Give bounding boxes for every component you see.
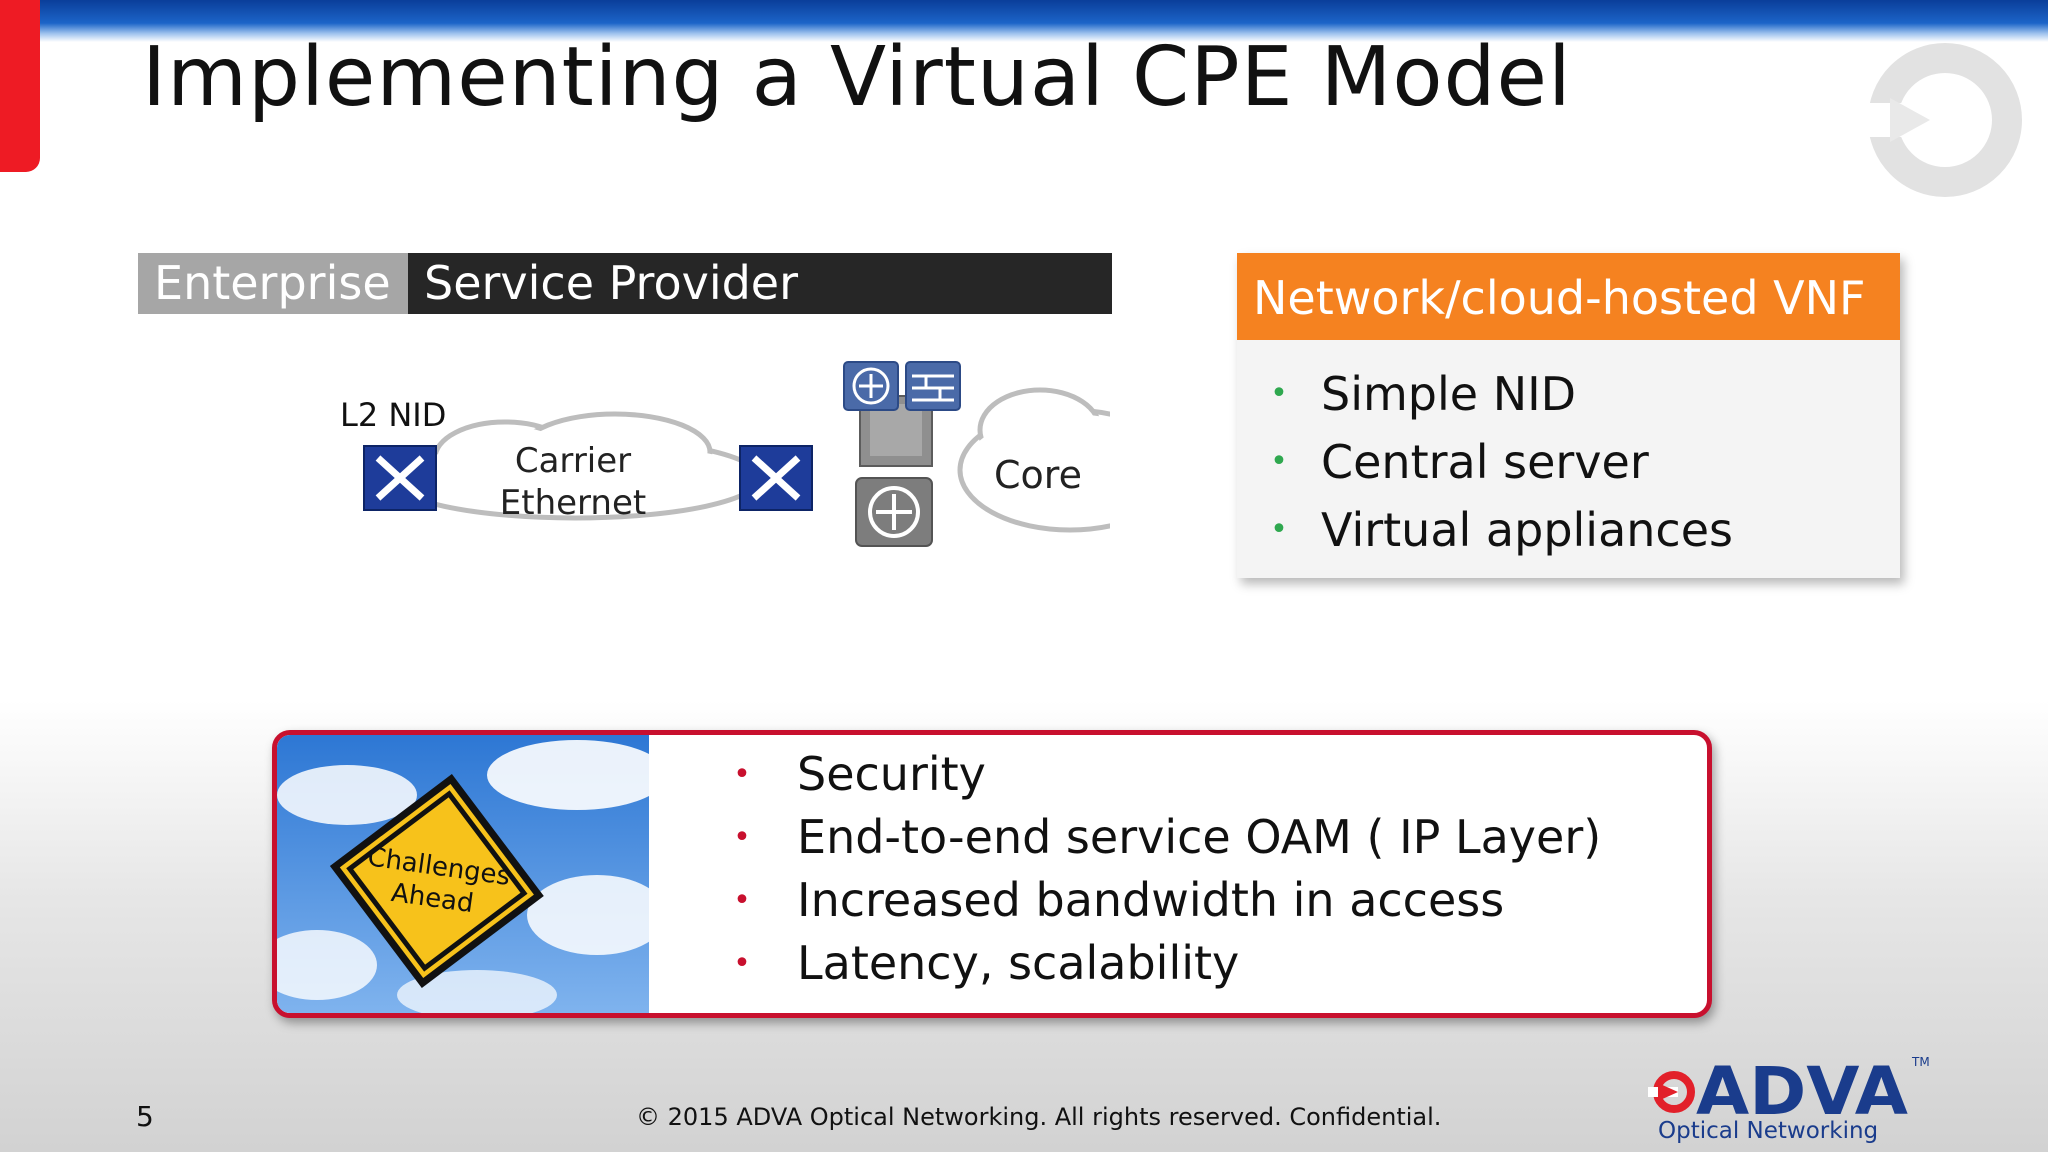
- list-item: •End-to-end service OAM ( IP Layer): [707, 806, 1601, 869]
- copyright-footer: © 2015 ADVA Optical Networking. All righ…: [636, 1103, 1442, 1131]
- bullet: •: [733, 883, 751, 918]
- list-item: •Virtual appliances: [1237, 496, 1900, 564]
- list-item: •Security: [707, 743, 1601, 806]
- list-item: •Increased bandwidth in access: [707, 869, 1601, 932]
- adva-brand-text: ADVA: [1696, 1053, 1908, 1130]
- virtual-router-icon: [843, 361, 899, 411]
- network-diagram: Carrier Ethernet Core L2 NID: [340, 350, 1120, 570]
- adva-logo-mark-icon: [1648, 1071, 1695, 1113]
- bullet: •: [1270, 376, 1288, 411]
- nid-switch-right-icon: [739, 445, 813, 511]
- challenges-panel: Challenges Ahead •Security •End-to-end s…: [272, 730, 1712, 1018]
- adva-logo: ADVA TM Optical Networking: [1648, 1053, 1930, 1144]
- core-label: Core: [994, 453, 1082, 497]
- virtual-firewall-icon: [905, 361, 961, 411]
- list-item: •Latency, scalability: [707, 932, 1601, 995]
- service-provider-label: Service Provider: [408, 253, 1112, 314]
- list-item: •Simple NID: [1237, 360, 1900, 428]
- core-router-icon: [855, 477, 933, 547]
- slide-title: Implementing a Virtual CPE Model: [142, 30, 1572, 125]
- list-item: •Central server: [1237, 428, 1900, 496]
- adva-tm: TM: [1911, 1055, 1930, 1069]
- top-banner: [0, 0, 2048, 42]
- segment-header: Enterprise Service Provider: [138, 253, 1112, 314]
- challenges-list: •Security •End-to-end service OAM ( IP L…: [707, 743, 1601, 995]
- carrier-ethernet-label-line1: Carrier: [515, 441, 631, 481]
- core-cloud: [957, 387, 1120, 533]
- bullet: •: [733, 757, 751, 792]
- carrier-ethernet-label-line2: Ethernet: [500, 483, 646, 523]
- carrier-ethernet-cloud: [387, 411, 763, 521]
- bullet: •: [1270, 512, 1288, 547]
- bullet: •: [733, 946, 751, 981]
- bullet: •: [1270, 444, 1288, 479]
- bullet: •: [733, 820, 751, 855]
- vnf-panel: Network/cloud-hosted VNF •Simple NID •Ce…: [1237, 253, 1900, 578]
- adva-watermark-icon: [1850, 43, 2022, 197]
- page-number: 5: [136, 1100, 154, 1133]
- vnf-heading: Network/cloud-hosted VNF: [1237, 253, 1900, 340]
- nid-switch-left-icon: [363, 445, 437, 511]
- l2-nid-label: L2 NID: [340, 396, 446, 434]
- vnf-list: •Simple NID •Central server •Virtual app…: [1237, 340, 1900, 564]
- adva-tagline: Optical Networking: [1658, 1118, 1878, 1144]
- enterprise-label: Enterprise: [138, 253, 408, 314]
- challenges-ahead-sign-image: Challenges Ahead: [277, 735, 649, 1013]
- red-accent-tab: [0, 0, 40, 172]
